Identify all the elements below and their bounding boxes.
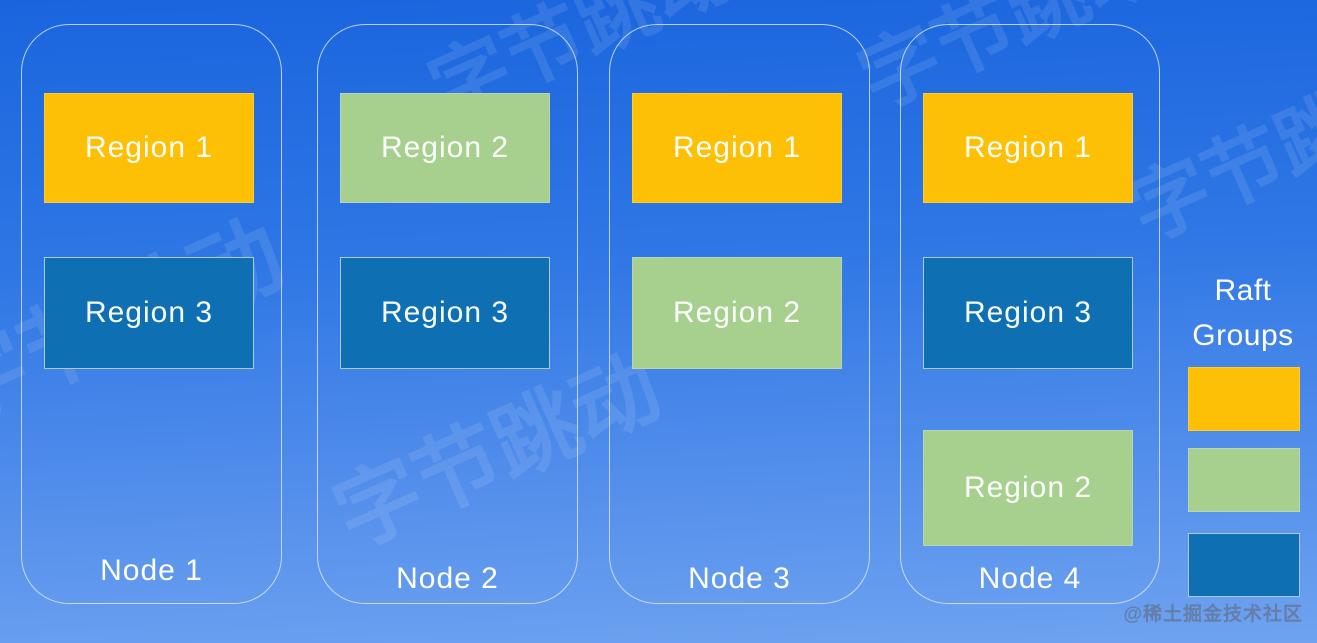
node-1-container: Region 1 Region 3 Node 1 bbox=[21, 24, 282, 604]
legend-swatch-region2 bbox=[1188, 448, 1300, 512]
node-3-container: Region 1 Region 2 Node 3 bbox=[609, 24, 870, 604]
node-2-label: Node 2 bbox=[396, 562, 499, 595]
node4-region1-box: Region 1 bbox=[923, 93, 1133, 203]
node1-region3-box: Region 3 bbox=[44, 257, 254, 369]
node2-region2-box: Region 2 bbox=[340, 93, 550, 203]
legend-title: Raft Groups bbox=[1180, 268, 1306, 358]
node3-region1-box: Region 1 bbox=[632, 93, 842, 203]
node-4-label: Node 4 bbox=[978, 562, 1082, 595]
node2-region3-box: Region 3 bbox=[340, 257, 550, 369]
node-4-container: Region 1 Region 3 Region 2 Node 4 bbox=[900, 24, 1160, 604]
node-1-label: Node 1 bbox=[100, 554, 203, 587]
node4-region3-box: Region 3 bbox=[923, 257, 1133, 369]
legend-title-line1: Raft bbox=[1214, 274, 1272, 307]
legend-swatch-region1 bbox=[1188, 367, 1300, 431]
legend-title-line2: Groups bbox=[1192, 319, 1294, 352]
node-2-container: Region 2 Region 3 Node 2 bbox=[317, 24, 578, 604]
legend-swatch-region3 bbox=[1188, 533, 1300, 597]
node3-region2-box: Region 2 bbox=[632, 257, 842, 369]
node4-region2-box: Region 2 bbox=[923, 430, 1133, 546]
node-3-label: Node 3 bbox=[688, 562, 791, 595]
credit-watermark: @稀土掘金技术社区 bbox=[1123, 604, 1303, 625]
node1-region1-box: Region 1 bbox=[44, 93, 254, 203]
